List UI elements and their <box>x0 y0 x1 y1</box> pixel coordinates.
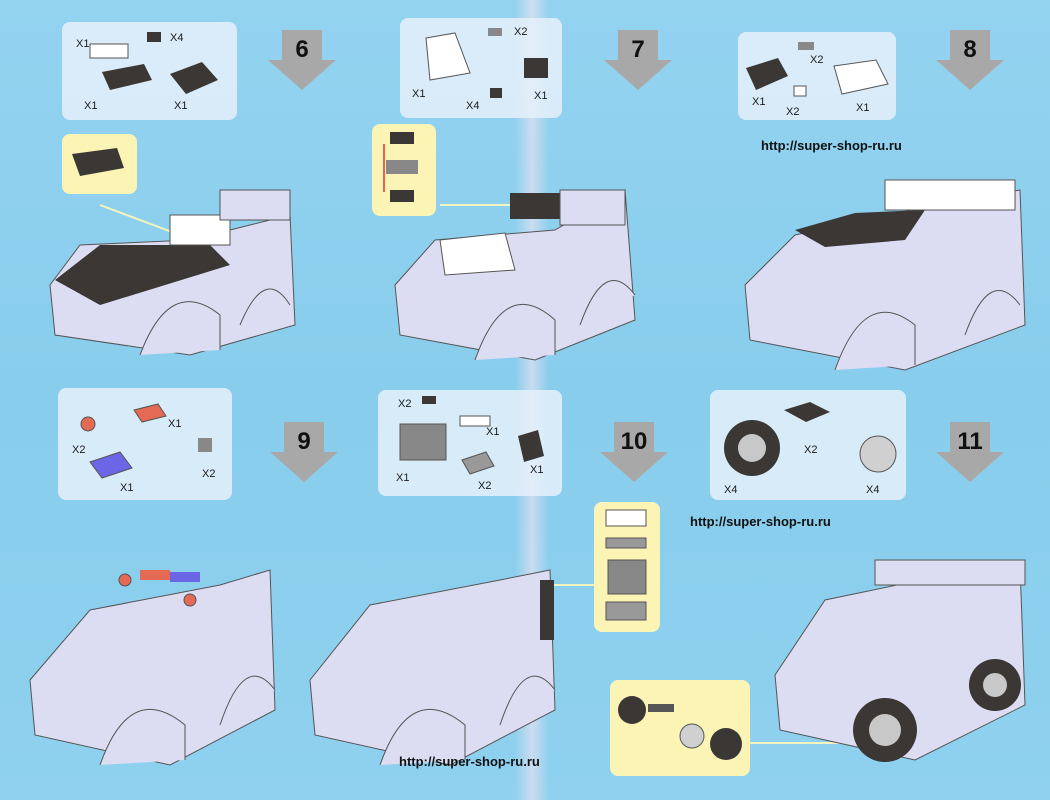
callout-step-6 <box>62 134 137 194</box>
qty-label: X1 <box>76 38 90 50</box>
step-arrow-icon <box>600 422 668 482</box>
qty-label: X2 <box>72 444 86 456</box>
step-arrow-icon <box>270 422 338 482</box>
qty-label: X1 <box>396 472 410 484</box>
qty-label: X4 <box>866 484 880 496</box>
qty-label: X2 <box>810 54 824 66</box>
qty-label: X2 <box>478 480 492 492</box>
parts-box-step-11: X4 X2 X4 <box>710 390 906 500</box>
parts-box-step-6: X1 X4 X1 X1 <box>62 22 237 120</box>
step-8-marker: 8 <box>936 30 1004 92</box>
step-6-marker: 6 <box>268 30 336 92</box>
parts-illustration <box>89 32 218 94</box>
step-number: 10 <box>620 428 648 455</box>
qty-label: X1 <box>174 100 188 112</box>
model-step-10 <box>300 560 594 775</box>
step-9-marker: 9 <box>270 422 338 484</box>
step-number: 7 <box>631 36 645 63</box>
callout-step-7 <box>372 124 436 216</box>
qty-label: X1 <box>120 482 134 494</box>
step-10-marker: 10 <box>600 422 668 484</box>
callout-step-10 <box>594 502 660 632</box>
parts-box-step-7: X2 X1 X4 X1 <box>400 18 562 118</box>
qty-label: X4 <box>724 484 738 496</box>
qty-label: X2 <box>398 398 412 410</box>
parts-box-step-10: X2 X1 X1 X2 X1 <box>378 390 562 496</box>
url-text: http://super-shop-ru.ru <box>761 138 902 153</box>
qty-label: X1 <box>486 426 500 438</box>
model-step-7 <box>385 175 655 370</box>
step-number: 6 <box>295 36 309 63</box>
qty-label: X1 <box>534 90 548 102</box>
qty-label: X1 <box>84 100 98 112</box>
parts-illustration <box>80 403 212 479</box>
qty-label: X2 <box>514 26 528 38</box>
step-11-marker: 11 <box>936 422 1004 484</box>
step-7-marker: 7 <box>604 30 672 92</box>
parts-box-step-8: X2 X1 X2 X1 <box>738 32 896 120</box>
step-number: 9 <box>297 428 311 455</box>
model-step-11 <box>750 555 1035 770</box>
step-number: 8 <box>963 36 977 63</box>
parts-illustration <box>399 396 544 475</box>
url-text: http://super-shop-ru.ru <box>690 514 831 529</box>
qty-label: X1 <box>412 88 426 100</box>
url-text: http://super-shop-ru.ru <box>399 754 540 769</box>
qty-label: X1 <box>856 102 870 114</box>
parts-illustration <box>425 28 548 98</box>
step-arrow-icon <box>936 30 1004 90</box>
qty-label: X2 <box>786 106 800 118</box>
step-arrow-icon <box>936 422 1004 482</box>
qty-label: X1 <box>752 96 766 108</box>
qty-label: X1 <box>530 464 544 476</box>
model-step-9 <box>20 560 310 775</box>
qty-label: X4 <box>466 100 480 112</box>
parts-box-step-9: X2 X1 X1 X2 <box>58 388 232 500</box>
model-step-8 <box>735 175 1026 380</box>
parts-illustration <box>746 42 889 97</box>
step-number: 11 <box>957 428 983 455</box>
step-arrow-icon <box>268 30 336 90</box>
callout-step-11 <box>610 680 750 776</box>
qty-label: X4 <box>170 32 184 44</box>
model-step-6 <box>40 175 310 370</box>
qty-label: X2 <box>804 444 818 456</box>
step-arrow-icon <box>604 30 672 90</box>
qty-label: X1 <box>168 418 182 430</box>
parts-illustration <box>724 402 897 476</box>
qty-label: X2 <box>202 468 216 480</box>
